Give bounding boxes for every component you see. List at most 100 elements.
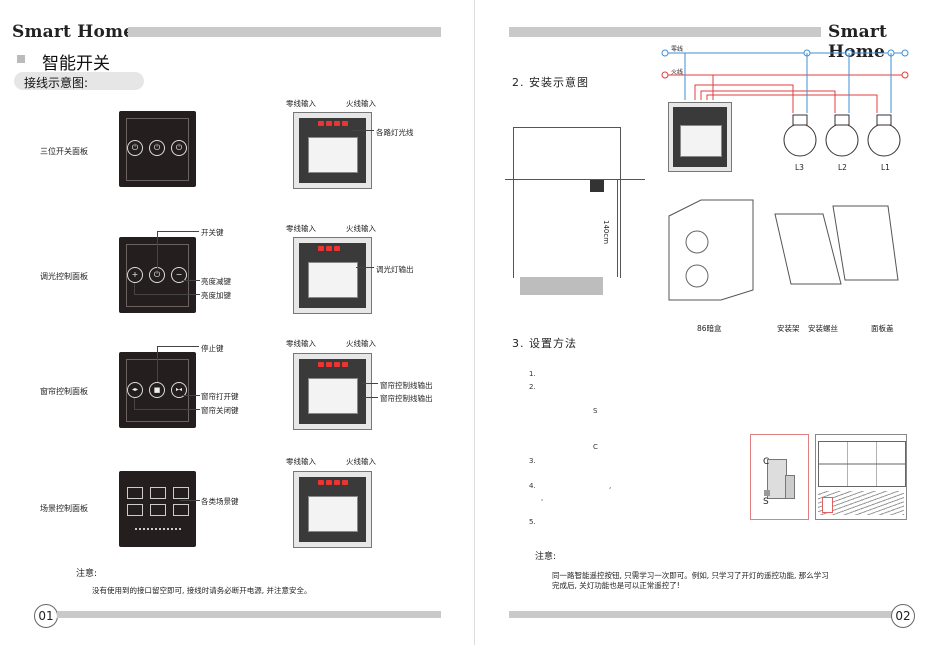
callout-curtain-close: 窗帘关闭键 <box>201 406 239 415</box>
terminal <box>318 480 324 485</box>
scene-icon <box>173 487 189 499</box>
step-c: C <box>593 443 598 451</box>
spec-label <box>308 262 358 298</box>
callout-line <box>352 130 374 131</box>
callout-dim-up: 亮度加键 <box>201 291 231 300</box>
neutral-input-2: 零线输入 <box>286 224 316 233</box>
terminal <box>334 480 340 485</box>
live-input-3: 火线输入 <box>346 339 376 348</box>
page-gutter <box>474 0 475 645</box>
board-figure <box>815 434 907 520</box>
live-input-1: 火线输入 <box>346 99 376 108</box>
step-4: 4. <box>529 482 536 490</box>
live-input-2: 火线输入 <box>346 224 376 233</box>
terminal <box>318 362 324 367</box>
section-setup-title: 3. 设置方法 <box>512 337 577 350</box>
wiring-diagram <box>661 49 909 157</box>
live-label: 火线 <box>671 69 684 76</box>
minus-icon: − <box>171 267 187 283</box>
step-comma-1: , <box>609 482 612 490</box>
spec-label <box>308 137 358 173</box>
power-icon: ⏻ <box>127 140 143 156</box>
step-s: S <box>593 407 598 415</box>
callout-line <box>180 500 200 501</box>
spec-label <box>680 125 722 157</box>
callout-line <box>157 231 199 232</box>
curtain-close-icon: ▸◂ <box>171 382 187 398</box>
scene-icon <box>150 504 166 516</box>
callout-line <box>356 267 374 268</box>
live-input-4: 火线输入 <box>346 457 376 466</box>
panel-cover <box>832 205 899 281</box>
exploded-install-view <box>668 199 899 301</box>
callout-dim-down: 亮度减键 <box>201 277 231 286</box>
plus-icon: + <box>127 267 143 283</box>
terminal <box>334 246 340 251</box>
callout-line <box>182 395 200 396</box>
right-header-bar <box>509 27 821 37</box>
left-header-bar <box>128 27 441 37</box>
height-label: 140cm <box>602 220 610 245</box>
spec-label <box>308 496 358 532</box>
power-icon: ⏻ <box>171 140 187 156</box>
scene-icon <box>127 487 143 499</box>
cs-switch-figure <box>750 434 809 520</box>
note-text: 没有使用到的接口留空即可, 接线时请务必断开电源, 并注意安全。 <box>92 586 312 595</box>
wiring-back-2 <box>293 237 372 314</box>
bulb-label-l1: L1 <box>881 163 890 172</box>
part-screws: 安装螺丝 <box>808 324 838 333</box>
wiring-back-4 <box>293 471 372 548</box>
terminal <box>326 121 332 126</box>
page-number-left: 01 <box>34 604 58 628</box>
scene-panel <box>119 471 196 547</box>
load-wire <box>700 90 836 113</box>
subtitle-pill <box>14 72 144 90</box>
callout-line <box>157 346 199 347</box>
right-note-title: 注意: <box>535 552 557 562</box>
wall-box <box>668 199 754 301</box>
switch-label-s: S <box>763 497 769 507</box>
callout-power-key: 开关键 <box>201 228 224 237</box>
part-back-box: 86暗盒 <box>697 324 722 333</box>
stop-icon: ■ <box>149 382 165 398</box>
switch-back <box>668 102 732 172</box>
note-title: 注意: <box>76 569 98 579</box>
neutral-input-4: 零线输入 <box>286 457 316 466</box>
scene-icon <box>127 504 143 516</box>
scene-dots <box>135 528 181 532</box>
callout-line <box>182 280 200 281</box>
callout-line <box>157 231 158 268</box>
highlight-box <box>822 497 833 513</box>
left-footer-bar <box>57 611 441 618</box>
power-icon: ⏻ <box>149 140 165 156</box>
three-switch-panel: ⏻ ⏻ ⏻ <box>119 111 196 187</box>
callout-curtain-output-1: 窗帘控制线输出 <box>380 381 433 390</box>
scene-icon <box>173 504 189 516</box>
step-comma-2: , <box>541 494 544 502</box>
panel-frame <box>126 118 189 181</box>
page-number-right: 02 <box>891 604 915 628</box>
row-label-three-switch: 三位开关面板 <box>40 147 88 156</box>
part-mount-frame: 安装架 <box>777 324 800 333</box>
callout-line <box>362 397 378 398</box>
callout-curtain-open: 窗帘打开键 <box>201 392 239 401</box>
terminal <box>342 121 348 126</box>
neutral-input-1: 零线输入 <box>286 99 316 108</box>
switch-pin <box>764 490 770 496</box>
left-page: Smart Home 智能开关 接线示意图: 三位开关面板 ⏻ ⏻ ⏻ 调光控制… <box>12 22 441 628</box>
step-5: 5. <box>529 518 536 526</box>
wiring-back-3 <box>293 353 372 430</box>
terminal <box>326 246 332 251</box>
terminal <box>326 480 332 485</box>
spec-label <box>308 378 358 414</box>
bulb-label-l2: L2 <box>838 163 847 172</box>
scene-icon <box>150 487 166 499</box>
row-label-curtain: 窗帘控制面板 <box>40 387 88 396</box>
load-wire <box>706 94 878 113</box>
load-wire <box>694 84 794 113</box>
bulb-icon <box>825 114 859 157</box>
left-brand: Smart Home <box>12 22 135 42</box>
power-icon: ⏻ <box>149 267 165 283</box>
neutral-label: 零线 <box>671 46 684 53</box>
right-page: Smart Home 2. 安装示意图 零线 火线 L3 L2 L1 140cm <box>475 0 950 645</box>
